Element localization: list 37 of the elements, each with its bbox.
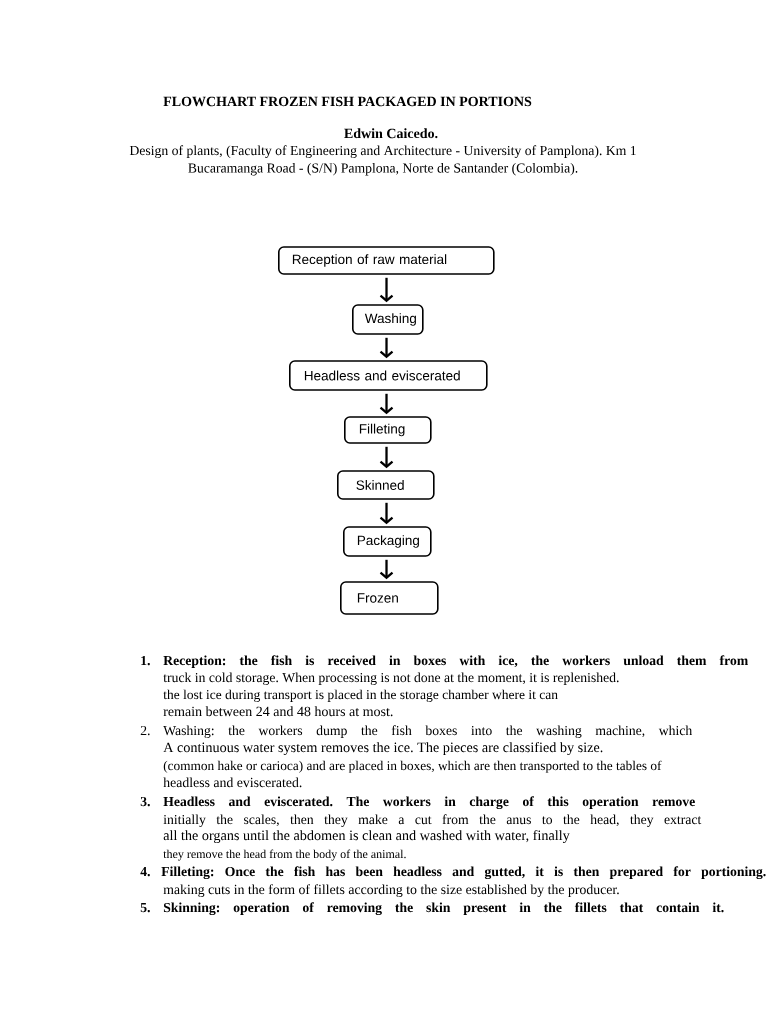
affiliation-text: Design of plants, (Faculty of Engineering and Architecture - University of Pamplona). Km 1	[129, 145, 636, 158]
list-text: all the organs until the abdomen is clean and washed with water, finally	[163, 830, 570, 844]
list-text: making cuts in the form of fillets according to the size established by the producer.	[163, 884, 619, 897]
list-number: 5.	[140, 903, 150, 913]
process-box: Skinned	[337, 470, 435, 500]
list-text: truck in cold storage. When processing is not done at the moment, it is replenished.	[163, 672, 619, 685]
arrow	[379, 393, 394, 415]
process-box: Filleting	[344, 416, 432, 444]
list-text: they remove the head from the body of the animal.	[163, 849, 406, 861]
list-text: Headless and eviscerated. The workers in charge of this operation remove	[163, 796, 695, 810]
list-number: 2.	[140, 725, 150, 736]
list-text: remain between 24 and 48 hours at most.	[163, 706, 393, 717]
arrow	[379, 277, 394, 303]
list-text: Washing: the workers dump the fish boxes into the washing machine, which	[163, 725, 693, 738]
list-text: Reception: the fish is received in boxes with ice, the workers unload them from	[163, 655, 748, 668]
title: FLOWCHART FROZEN FISH PACKAGED IN PORTIONS	[163, 96, 532, 107]
list-number: 3.	[140, 796, 150, 807]
process-box: Packaging	[343, 526, 432, 557]
author-name: Edwin Caicedo.	[344, 128, 438, 139]
list-text: headless and eviscerated.	[163, 777, 302, 788]
process-box: Reception of raw material	[278, 246, 495, 275]
affiliation-text: Bucaramanga Road - (S/N) Pamplona, Norte de Santander (Colombia).	[188, 163, 578, 176]
list-text: A continuous water system removes the ice. The pieces are classified by size.	[163, 742, 603, 756]
process-box: Headless and eviscerated	[289, 360, 488, 391]
list-text: Skinning: operation of removing the skin present in the fillets that contain it.	[163, 902, 724, 916]
process-box: Washing	[352, 304, 424, 335]
arrow	[379, 559, 394, 580]
list-number: 1.	[141, 655, 150, 666]
list-text: (common hake or carioca) and are placed in boxes, which are then transported to the tables of	[163, 760, 662, 773]
list-text: Filleting: Once the fish has been headless and gutted, it is then prepared for portioning.	[161, 866, 766, 880]
list-text: the lost ice during transport is placed in the storage chamber where it can	[163, 689, 558, 702]
process-box: Frozen	[340, 581, 439, 615]
list-text: initially the scales, then they make a cut from the anus to the head, they extract	[163, 814, 702, 827]
arrow	[379, 502, 394, 525]
list-number: 4.	[140, 867, 150, 877]
arrow	[379, 337, 394, 359]
arrow	[379, 446, 394, 469]
